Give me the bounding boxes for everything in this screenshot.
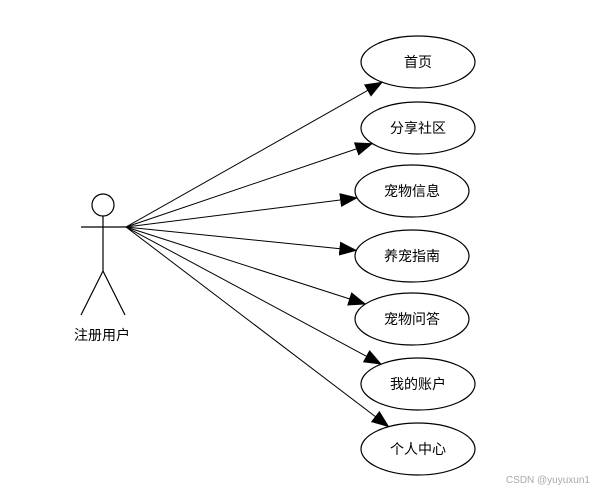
- association-arrow-3: [125, 226, 358, 256]
- association-arrow-2: [125, 193, 359, 228]
- actor-figure: [80, 193, 126, 316]
- association-arrow-4: [125, 226, 367, 306]
- association-arrow-6: [125, 226, 390, 428]
- association-lines: [125, 81, 390, 428]
- use-case-label: 首页: [404, 55, 432, 71]
- actor-head: [91, 193, 115, 217]
- use-case-label: 我的账户: [390, 376, 446, 393]
- use-case-0[interactable]: 首页: [360, 35, 476, 89]
- use-case-label: 分享社区: [390, 120, 446, 137]
- use-case-ellipse: [354, 292, 470, 346]
- use-case-5[interactable]: 我的账户: [360, 357, 476, 411]
- use-case-label: 养宠指南: [384, 249, 440, 265]
- use-case-ellipse: [360, 35, 476, 89]
- actor-label: 注册用户: [74, 327, 130, 344]
- use-case-4[interactable]: 宠物问答: [354, 292, 470, 346]
- actor-left-leg: [80, 270, 104, 316]
- use-case-ellipse: [360, 422, 476, 476]
- actor-right-leg: [102, 270, 126, 316]
- use-case-6[interactable]: 个人中心: [360, 422, 476, 476]
- use-case-ellipse: [360, 101, 476, 155]
- use-case-2[interactable]: 宠物信息: [354, 164, 470, 218]
- association-arrow-0: [125, 81, 384, 228]
- watermark: CSDN @yuyuxun1: [505, 475, 590, 486]
- association-arrow-1: [125, 142, 374, 228]
- use-case-ellipse: [360, 357, 476, 411]
- use-case-1[interactable]: 分享社区: [360, 101, 476, 155]
- use-case-label: 个人中心: [390, 442, 446, 458]
- association-arrow-5: [125, 226, 383, 365]
- use-case-label: 宠物信息: [384, 183, 440, 200]
- use-case-ellipse: [354, 164, 470, 218]
- use-case-ellipse: [354, 229, 470, 283]
- use-case-label: 宠物问答: [384, 311, 440, 328]
- use-case-3[interactable]: 养宠指南: [354, 229, 470, 283]
